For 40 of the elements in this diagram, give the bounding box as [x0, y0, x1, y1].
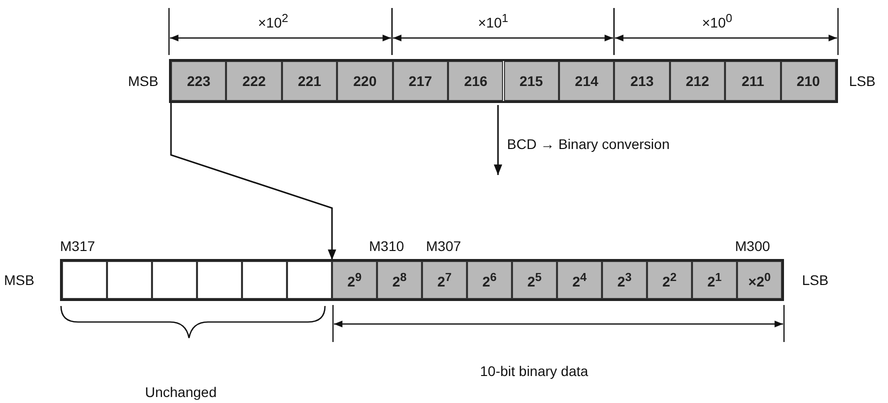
bit-cell: 221	[282, 61, 338, 101]
bit-cell: 217	[392, 61, 448, 101]
bit-cell: 211	[725, 61, 781, 101]
bit-cell: 210	[780, 61, 836, 101]
bit-cell: 2$^{4}$	[557, 261, 602, 299]
bit-cell: 222	[226, 61, 282, 101]
bit-address: M317	[60, 238, 96, 254]
msb-label: MSB	[4, 272, 34, 288]
lsb-label: LSB	[849, 73, 876, 89]
bit-cell: 215	[504, 61, 559, 101]
bit-cell: 2$^{1}$	[692, 261, 737, 299]
bit-cell: 2$^{7}$	[422, 261, 467, 299]
bit-cell: 220	[337, 61, 393, 101]
bit-cell: 2$^{3}$	[602, 261, 647, 299]
bit-cell: 214	[558, 61, 614, 101]
register-box	[169, 59, 838, 103]
multiplier-label: ×10$^{1}$	[478, 12, 508, 31]
lsb-label: LSB	[802, 272, 828, 288]
register-box	[60, 259, 784, 301]
bit-address: M300	[735, 238, 770, 254]
bit-cell: 2$^{9}$	[332, 261, 377, 299]
bit-cell: 213	[614, 61, 670, 101]
multiplier-label: ×10$^{0}$	[702, 12, 732, 31]
bit-cell: 2$^{5}$	[512, 261, 557, 299]
multiplier-label: ×10$^{2}$	[258, 12, 288, 31]
msb-label: MSB	[128, 73, 158, 89]
bracket-label: Unchanged	[145, 384, 217, 400]
bit-cell: 2$^{8}$	[377, 261, 422, 299]
dimension-label: 10-bit binary data	[480, 363, 588, 379]
arrow	[494, 105, 502, 175]
bit-address: M310	[369, 238, 404, 254]
edge-label: BCD → Binary conversion	[507, 136, 670, 152]
bit-cell: 212	[670, 61, 726, 101]
bit-cell: 223	[171, 61, 226, 101]
bit-cell: 2$^{2}$	[647, 261, 692, 299]
bit-cell: 216	[448, 61, 504, 101]
bit-address: M307	[426, 238, 462, 254]
bit-cell: ×2$^{0}$	[737, 261, 782, 299]
arrow	[170, 102, 336, 260]
bit-cell: 2$^{6}$	[467, 261, 512, 299]
